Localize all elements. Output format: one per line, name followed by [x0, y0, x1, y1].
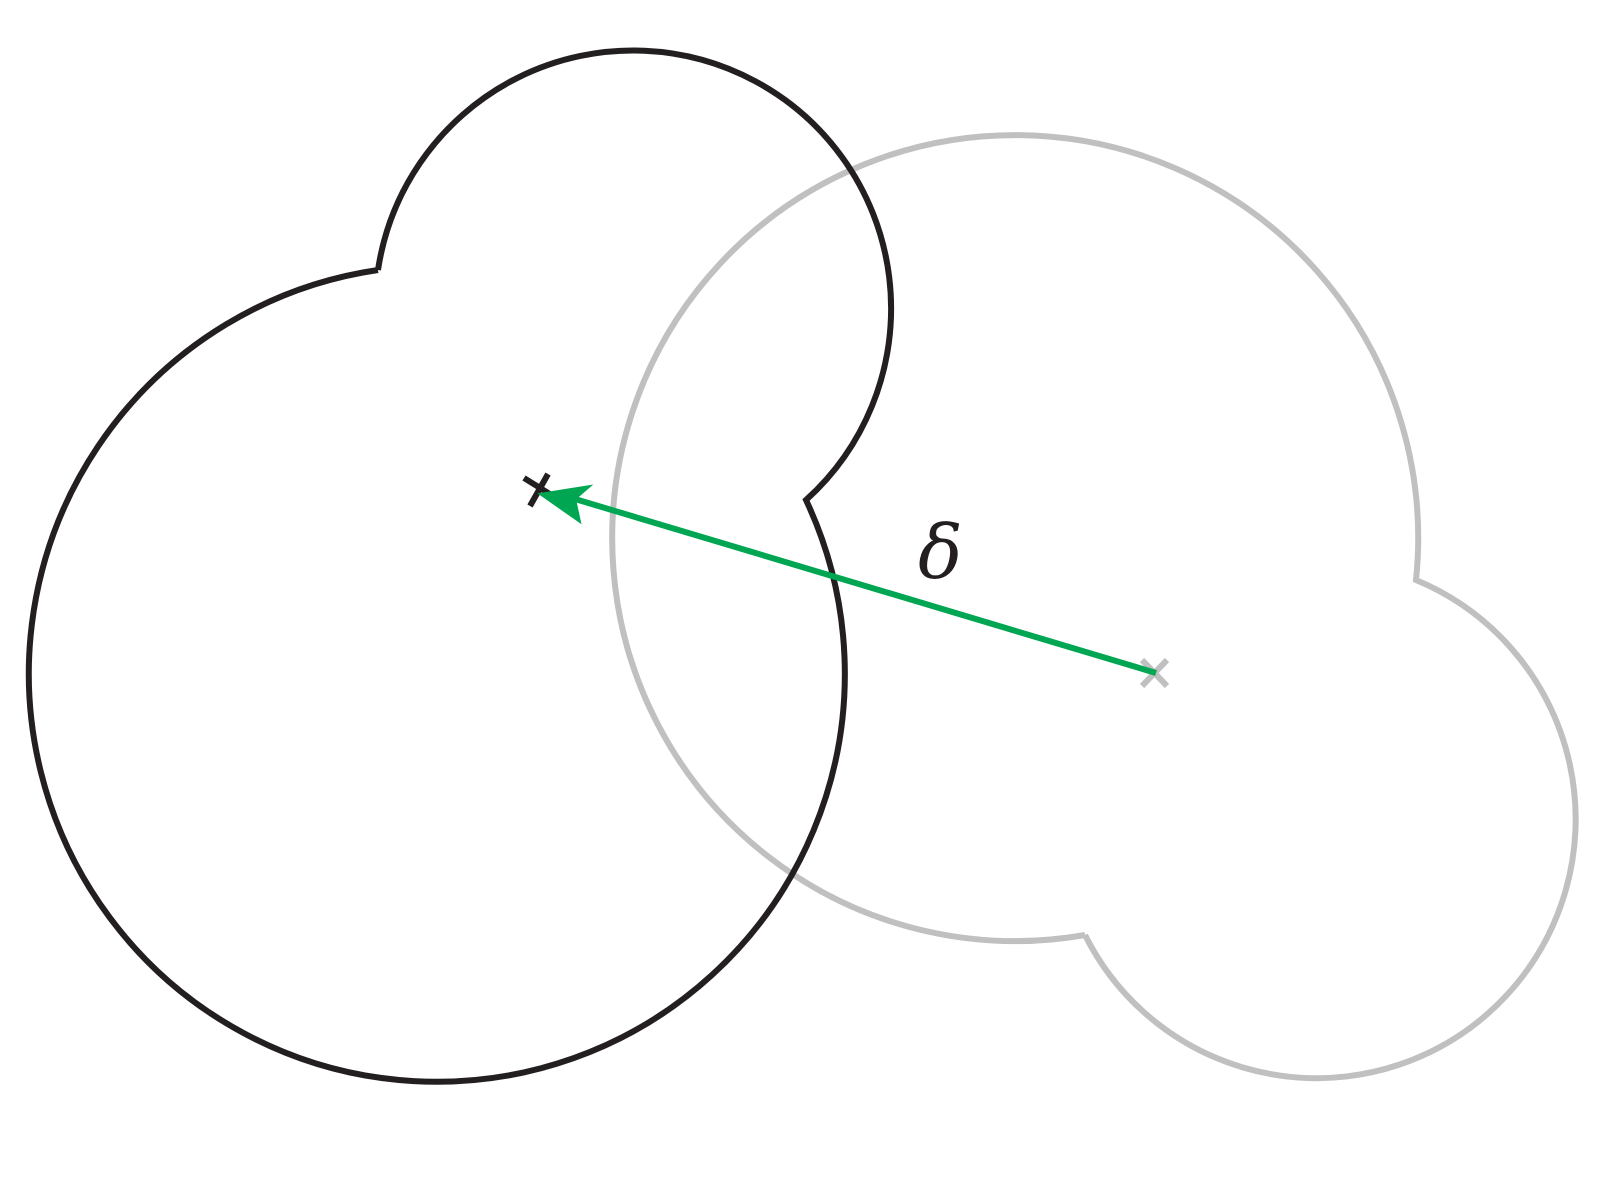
displacement-arrow-shaft [574, 496, 1157, 676]
displacement-arrowhead-icon [537, 484, 594, 525]
target-shape-outline [609, 132, 1579, 1082]
displacement-arrow [537, 484, 1157, 676]
displacement-label: δ [918, 510, 963, 596]
source-shape-outline [25, 47, 895, 1085]
